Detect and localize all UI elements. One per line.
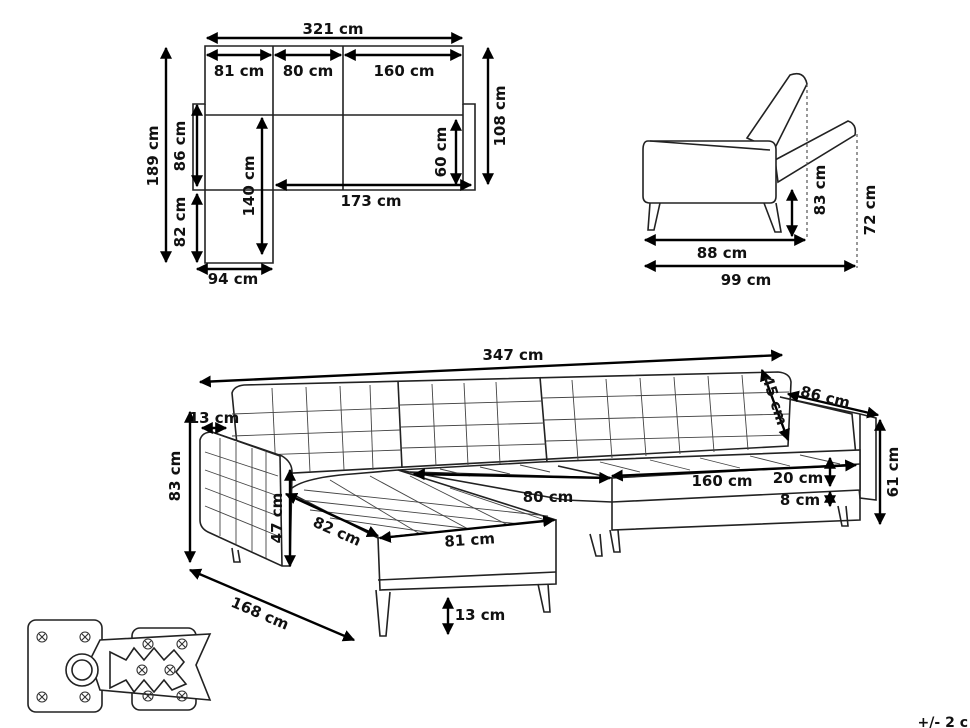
side-view: 88 cm 99 cm 83 cm 72 cm — [642, 72, 879, 289]
dim-height-right: 61 cm — [884, 447, 902, 498]
dim-seat-width: 173 cm — [340, 192, 401, 210]
dim-arm-height: 47 cm — [268, 493, 286, 544]
dim-chaise-front: 81 cm — [444, 529, 496, 550]
dim-arm-width: 13 cm — [189, 409, 240, 427]
dim-total-depth: 189 cm — [144, 125, 162, 186]
dim-segment-chaise: 81 cm — [214, 62, 265, 80]
dim-side-seat-depth: 88 cm — [697, 244, 748, 262]
dim-chaise-seat-length: 140 cm — [240, 155, 258, 216]
dim-cushion: 20 cm — [773, 469, 824, 487]
dim-segment-right: 160 cm — [373, 62, 434, 80]
perspective-view: 347 cm 13 cm 83 cm 45 cm 86 cm 61 cm 20 … — [166, 346, 902, 642]
tolerance-note: +/- 2 c — [918, 715, 968, 728]
dim-chaise-width: 94 cm — [208, 270, 259, 288]
dim-seat-middle: 80 cm — [523, 488, 574, 506]
dim-height: 83 cm — [166, 451, 184, 502]
top-view: 321 cm 81 cm 80 cm 160 cm 189 cm 86 cm 8… — [144, 20, 509, 288]
dim-base: 8 cm — [780, 491, 820, 509]
dim-side-total-depth: 99 cm — [721, 271, 772, 289]
hinge-detail — [27, 619, 212, 713]
dim-chaise-depth: 82 cm — [171, 197, 189, 248]
dim-back-depth: 86 cm — [171, 121, 189, 172]
dim-side-height: 72 cm — [861, 185, 879, 236]
dim-segment-middle: 80 cm — [283, 62, 334, 80]
dim-seat-depth: 60 cm — [432, 127, 450, 178]
dim-leg-height: 13 cm — [455, 606, 506, 624]
dim-seat-right: 160 cm — [691, 472, 752, 490]
dim-full-depth: 108 cm — [491, 85, 509, 146]
dim-total-width: 321 cm — [302, 20, 363, 38]
dim-side-back-height: 83 cm — [811, 165, 829, 216]
dim-total-length: 347 cm — [482, 346, 543, 364]
